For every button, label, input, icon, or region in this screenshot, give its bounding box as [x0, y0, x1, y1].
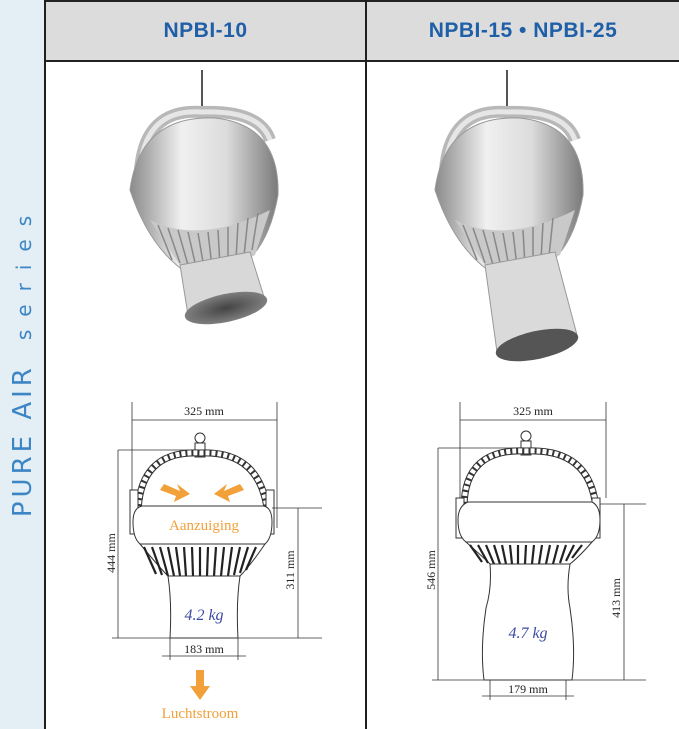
series-title: PURE AIR series	[8, 203, 38, 517]
npbi10-weight: 4.2 kg	[184, 607, 223, 624]
npbi10-top-width: 325 mm	[184, 404, 224, 418]
npbi15-height-total: 546 mm	[424, 550, 438, 590]
table-header: NPBI-10 NPBI-15 • NPBI-25	[46, 0, 679, 62]
npbi10-height-total: 444 mm	[104, 533, 118, 573]
npbi10-height-body: 311 mm	[283, 550, 297, 590]
column-header-npbi10: NPBI-10	[163, 19, 248, 42]
npbi15-weight: 4.7 kg	[508, 625, 547, 642]
npbi10-dimension-drawing: 325 mm Aanzuiging 4.2 kg 444 mm 311 mm 1…	[104, 402, 322, 722]
sidebar: PURE AIR series	[0, 0, 46, 729]
column-divider	[365, 0, 367, 729]
npbi15-top-width: 325 mm	[513, 404, 553, 418]
airflow-arrow-icon	[190, 670, 210, 700]
npbi10-product-photo	[129, 70, 279, 325]
npbi15-bottom-width: 179 mm	[508, 682, 548, 696]
intake-label: Aanzuiging	[169, 518, 239, 534]
series-title-sub: series	[12, 202, 36, 341]
npbi15-product-photo	[434, 70, 584, 362]
airflow-label: Luchtstroom	[162, 706, 239, 722]
eye-bolt-icon	[520, 430, 532, 442]
column-header-npbi15-25: NPBI-15 • NPBI-25	[428, 19, 618, 42]
intake-arrow-left-icon	[160, 484, 190, 502]
intake-arrow-right-icon	[214, 484, 244, 502]
series-title-main: PURE AIR	[8, 364, 38, 518]
npbi10-bottom-width: 183 mm	[184, 642, 224, 656]
npbi15-height-body: 413 mm	[609, 578, 623, 618]
eye-bolt-icon	[194, 432, 206, 444]
npbi15-dimension-drawing: 325 mm 4.7 kg 546 mm 413 mm 179 mm	[424, 402, 646, 700]
